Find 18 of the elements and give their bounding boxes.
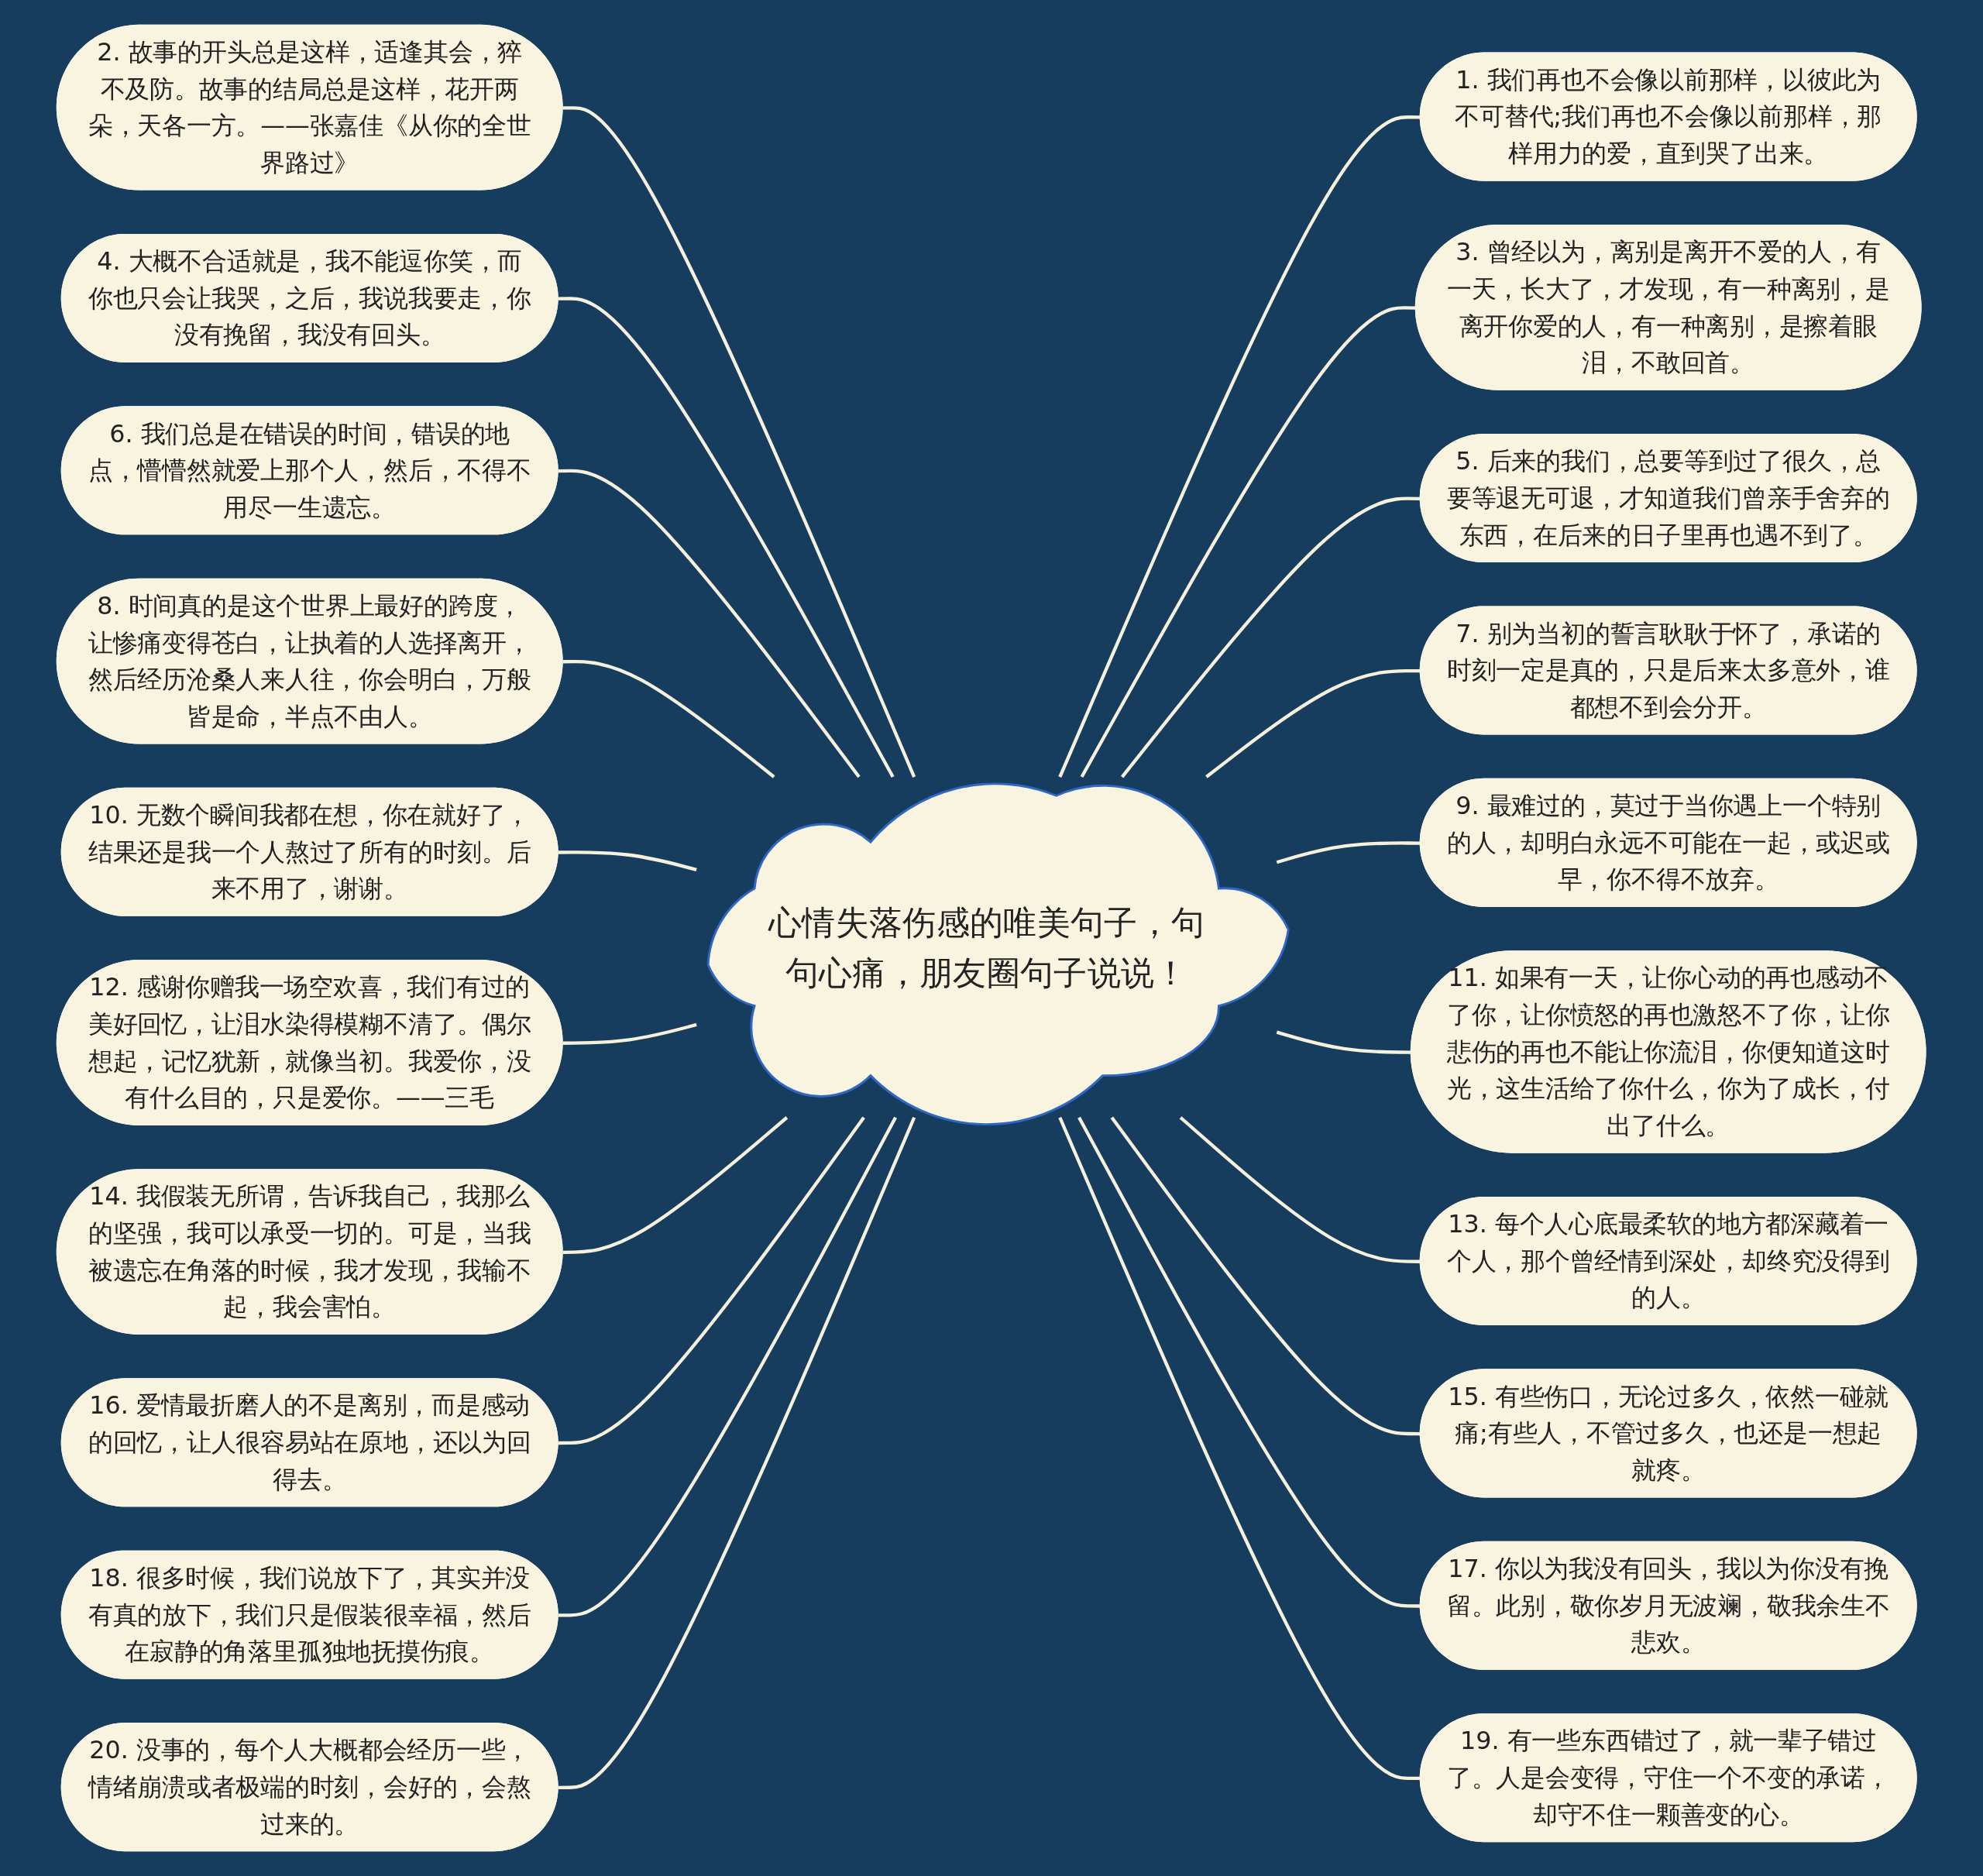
connector xyxy=(558,1116,898,1617)
connector xyxy=(1121,496,1421,778)
connector xyxy=(558,297,895,778)
connector xyxy=(562,106,916,778)
connector xyxy=(1205,668,1421,778)
connector xyxy=(1110,1116,1421,1436)
connector xyxy=(562,660,775,778)
connector xyxy=(1277,841,1421,864)
connector xyxy=(1077,1116,1421,1608)
connector xyxy=(558,1116,866,1445)
connector xyxy=(1058,115,1421,778)
connector xyxy=(562,1022,698,1045)
connector xyxy=(1179,1116,1421,1263)
connector xyxy=(1058,1116,1421,1781)
connector xyxy=(558,1116,916,1789)
connector xyxy=(558,469,861,778)
connector xyxy=(558,850,698,871)
connector xyxy=(562,1116,789,1254)
